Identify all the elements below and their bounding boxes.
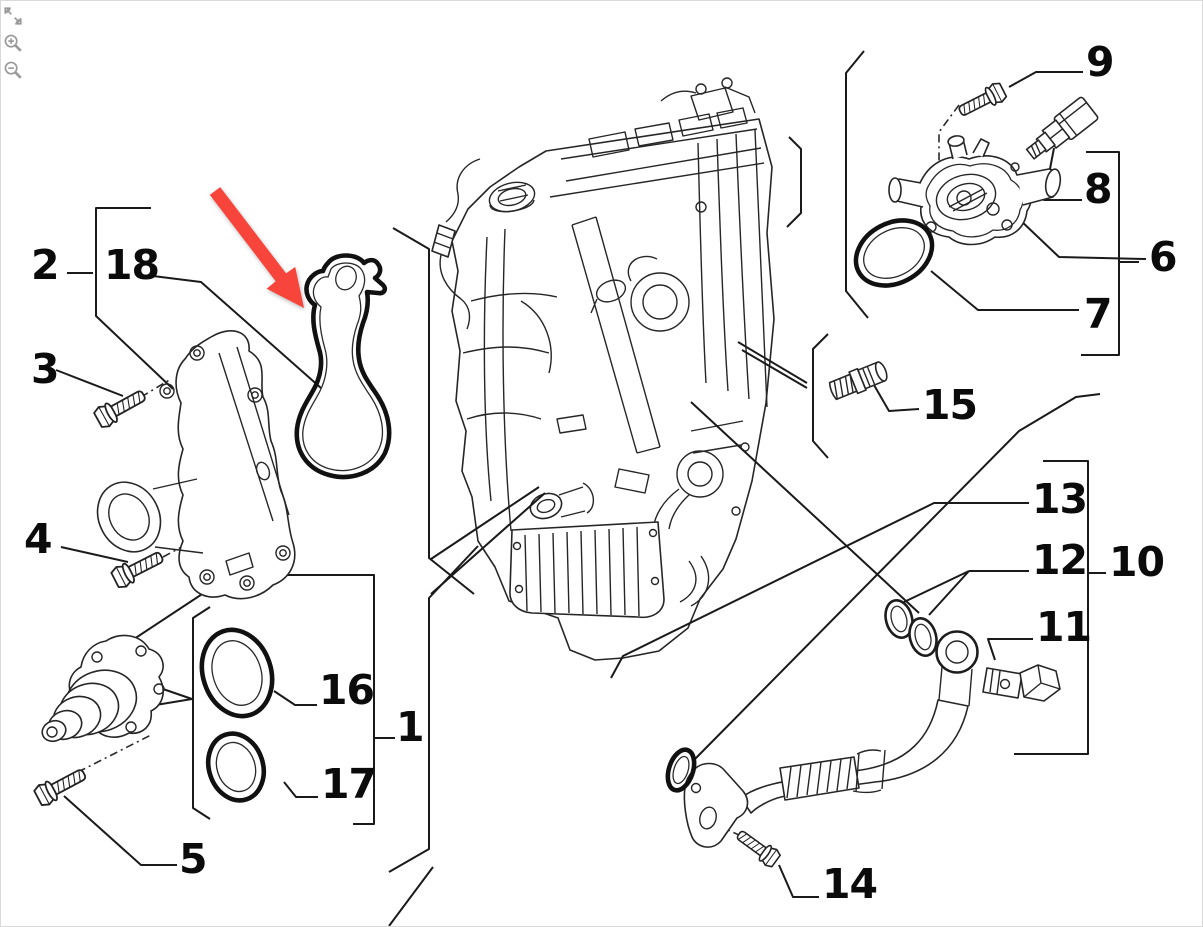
zoom-out-icon[interactable] <box>3 60 23 80</box>
part-callout-5[interactable]: 5 <box>179 835 208 883</box>
leader-callout-14 <box>778 864 819 898</box>
sealing-washers-part <box>884 599 938 657</box>
bracket-callout-1-outer <box>231 574 375 825</box>
temperature-sensor-part <box>1025 96 1099 160</box>
divider-bottom <box>388 866 434 926</box>
bracket-callouts-8-6-7 <box>1081 151 1120 356</box>
part-callout-18[interactable]: 18 <box>104 241 160 289</box>
part-callout-17[interactable]: 17 <box>321 760 377 808</box>
bracket-callout-2 <box>95 207 174 390</box>
part-callout-9[interactable]: 9 <box>1086 38 1115 86</box>
leader-lines-and-brackets <box>55 50 1147 926</box>
fit-to-view-icon[interactable] <box>3 6 23 26</box>
leader-callout-17 <box>283 781 318 798</box>
divider-pump-section-lower <box>388 545 479 873</box>
banjo-bolt-part <box>982 664 1061 702</box>
highlight-arrow <box>209 187 304 308</box>
leader-engine-to-stud-section <box>737 341 808 389</box>
part-callout-3[interactable]: 3 <box>31 345 60 393</box>
part-callout-7[interactable]: 7 <box>1084 290 1113 338</box>
leader-callout-16 <box>273 690 317 706</box>
leader-callout-9 <box>1008 71 1083 88</box>
thermostat-gasket-part <box>853 218 935 288</box>
bracket-callout-1-inner <box>192 606 211 820</box>
leader-callout-5 <box>63 795 177 866</box>
part-callout-6[interactable]: 6 <box>1149 233 1178 281</box>
water-pump-gasket-part <box>294 253 392 480</box>
thermostat-housing-part <box>888 135 1062 246</box>
cartridge-bolt-holes <box>91 645 165 733</box>
viewer-toolbar <box>3 6 23 80</box>
o-ring-16-part <box>199 627 275 719</box>
part-callout-14[interactable]: 14 <box>822 860 878 908</box>
leader-callout-12 <box>903 570 1029 616</box>
bolt-4-part <box>109 545 168 591</box>
leader-callout-7 <box>930 270 1079 311</box>
zoom-in-icon[interactable] <box>3 33 23 53</box>
leader-callout-15 <box>873 384 920 412</box>
part-callout-8[interactable]: 8 <box>1084 165 1113 213</box>
part-callout-15[interactable]: 15 <box>922 381 978 429</box>
o-ring-17-part <box>205 731 267 803</box>
part-callout-4[interactable]: 4 <box>24 515 53 563</box>
oil-filler-cap <box>488 181 536 213</box>
part-callout-10[interactable]: 10 <box>1109 538 1165 586</box>
water-pump-housing-part <box>96 330 296 600</box>
flange-gasket-ring <box>665 747 697 793</box>
engine-illustration <box>431 77 775 661</box>
coolant-pipe-assembly-part <box>665 630 979 848</box>
part-callout-12[interactable]: 12 <box>1032 536 1088 584</box>
banjo-fitting <box>935 630 979 707</box>
divider-thermostat-section <box>845 50 869 319</box>
bolt-9-part <box>954 80 1009 122</box>
bracket-callout-10 <box>1014 460 1089 755</box>
leader-callout-3 <box>55 369 124 397</box>
divider-engine-right <box>786 136 802 228</box>
bolt-3-part <box>91 384 150 431</box>
divider-pipe-section <box>694 393 1101 760</box>
part-callout-2[interactable]: 2 <box>31 241 60 289</box>
leader-engine-to-pump-section <box>430 486 546 595</box>
bolt-5-part <box>31 762 91 809</box>
leader-engine-to-pipe <box>690 401 920 614</box>
stud-fitting-part <box>828 361 888 401</box>
water-pump-cartridge-part <box>41 634 165 743</box>
leader-callout-18 <box>152 275 322 389</box>
divider-stud-section <box>812 333 829 459</box>
part-callout-16[interactable]: 16 <box>319 666 375 714</box>
leader-callout-11 <box>987 638 1033 661</box>
leader-callout-4 <box>60 546 129 563</box>
braided-sleeve <box>779 756 860 801</box>
part-callout-13[interactable]: 13 <box>1032 475 1088 523</box>
part-callout-1[interactable]: 1 <box>396 703 425 751</box>
callout-labels: 1 2 3 4 5 6 7 8 9 10 11 12 13 14 15 16 1… <box>24 38 1178 908</box>
bolt-14-part <box>732 825 783 870</box>
leader-callout-13 <box>610 502 1029 679</box>
housing-bolt-holes <box>159 345 291 591</box>
part-callout-11[interactable]: 11 <box>1036 603 1092 651</box>
